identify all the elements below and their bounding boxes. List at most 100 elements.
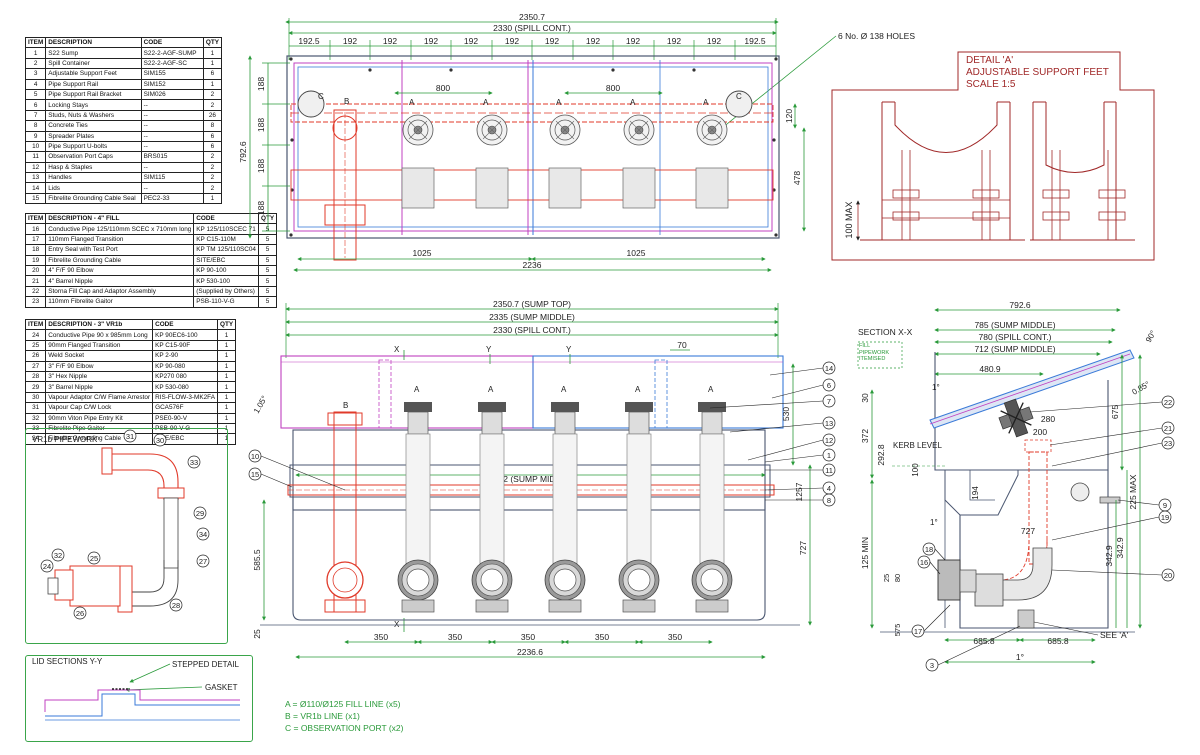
section-view: SECTION X-X FILL PIPEWORK ITEMISED 792.6… [857, 300, 1175, 672]
cell-item: 34 [24, 433, 47, 445]
sec-dim-530: 675 [1110, 405, 1120, 419]
sec-dim-292: 292.8 [876, 444, 886, 466]
callout-12: 12 [825, 436, 833, 445]
detail-a: DETAIL 'A' ADJUSTABLE SUPPORT FEET SCALE… [831, 51, 1155, 261]
sec-dim-480: 480.9 [979, 364, 1001, 374]
section-mark-x-top: X [394, 345, 400, 354]
plan-dim-seg-7: 192 [545, 36, 559, 46]
front-dim-350-1: 350 [374, 632, 388, 642]
vr-callout-33: 33 [190, 458, 198, 467]
sec-dim-685: 1° [1016, 652, 1024, 662]
front-dim-350-5: 350 [668, 632, 682, 642]
plan-view: 2350.7 2330 (SPILL CONT.) 192.5 192 192 … [238, 12, 915, 272]
plan-dim-188-4: 188 [256, 201, 266, 215]
front-dim-middle: 2335 (SUMP MIDDLE) [489, 312, 575, 322]
sec-angle-085: 0.85° [1131, 380, 1152, 397]
front-dim-727: 727 [798, 541, 808, 555]
plan-dim-188-3: 188 [256, 159, 266, 173]
plan-label-a-2: A [483, 98, 489, 107]
plan-label-a-4: A [630, 98, 636, 107]
vr-callout-26: 26 [76, 609, 84, 618]
plan-label-a-1: A [409, 98, 415, 107]
cell-qty: 1 [216, 433, 237, 445]
front-dim-top: 2350.7 (SUMP TOP) [493, 299, 571, 309]
plan-dim-seg-3: 192 [383, 36, 397, 46]
vr-callout-32: 32 [54, 551, 62, 560]
sec-dim-675: 125 MIN [860, 537, 870, 569]
sec-dim-575: 342.9 [1104, 545, 1114, 567]
sec-dim-overall: 792.6 [1009, 300, 1031, 310]
plan-label-a-3: A [556, 98, 562, 107]
callout-17: 17 [914, 627, 922, 636]
callout-16: 16 [920, 558, 928, 567]
detail-a-max: 100 MAX [844, 201, 854, 238]
cell-description: Fibrelite Grounding Cable [45, 433, 154, 445]
callout-9: 9 [1163, 501, 1167, 510]
sec-dim-780: 780 (SPILL CONT.) [979, 332, 1052, 342]
callout-11: 11 [825, 466, 833, 475]
plan-dim-800-right: 800 [606, 83, 620, 93]
sec-dim-1257: 225 MAX [1128, 474, 1138, 509]
callout-10: 10 [251, 452, 259, 461]
vr-callout-31: 31 [126, 432, 134, 441]
kerb-level: KERB LEVEL [893, 441, 942, 450]
plan-dim-seg-11: 192.5 [744, 36, 766, 46]
plan-dim-seg-9: 192 [626, 36, 640, 46]
front-dim-angle: 1.05° [252, 394, 269, 415]
front-callouts: 14 6 7 13 12 1 11 4 8 10 15 [248, 361, 836, 507]
front-label-a-5: A [708, 385, 714, 394]
plan-dim-120: 120 [784, 109, 794, 123]
see-detail-a: SEE 'A' [1100, 630, 1129, 640]
vr-title: VR1b PIPEWORK [32, 435, 98, 444]
front-dim-25: 25 [252, 629, 262, 639]
front-label-a-4: A [635, 385, 641, 394]
lid-stepped: STEPPED DETAIL [172, 660, 240, 669]
section-mark-x-bottom: X [394, 620, 400, 629]
detail-a-title-3: SCALE 1:5 [966, 79, 1016, 90]
front-label-a-2: A [488, 385, 494, 394]
legend-b: B = VR1b LINE (x1) [285, 711, 360, 721]
sec-dim-280: 280 [1041, 414, 1055, 424]
plan-label-c-right: C [736, 92, 742, 101]
callout-18: 18 [925, 545, 933, 554]
plan-dim-800-left: 800 [436, 83, 450, 93]
plan-dim-seg-8: 192 [586, 36, 600, 46]
cell-item: 23 [24, 296, 47, 308]
cell-description: Fibrelite Grounding Cable Seal [45, 192, 142, 205]
plan-dim-seg-4: 192 [424, 36, 438, 46]
vr-callout-27: 27 [199, 557, 207, 566]
section-title: SECTION X-X [858, 327, 913, 337]
sec-dim-342-left: 685.8 [973, 636, 995, 646]
callout-3: 3 [930, 661, 934, 670]
front-label-a-1: A [414, 385, 420, 394]
front-label-b: B [343, 401, 348, 410]
sec-dim-1deg-a: 1° [930, 518, 938, 527]
callout-23: 23 [1164, 439, 1172, 448]
sec-dim-727: 342.9 [1115, 537, 1125, 559]
detail-a-title-1: DETAIL 'A' [966, 55, 1013, 66]
callout-13: 13 [825, 419, 833, 428]
plan-label-b: B [344, 97, 349, 106]
plan-dim-seg-2: 192 [343, 36, 357, 46]
front-dim-overall: 2236.6 [517, 647, 543, 657]
sec-dim-80: 727 [1021, 526, 1035, 536]
front-label-a-3: A [561, 385, 567, 394]
front-dim-585: 585.5 [252, 549, 262, 571]
cell-item: 15 [24, 192, 47, 205]
callout-20: 20 [1164, 571, 1172, 580]
sec-dim-225max: 25 [882, 574, 891, 582]
front-sump-middle: 2262 (SUMP MIDDLE) [489, 474, 575, 484]
cell-description: 110mm Fibrelite Gaitor [45, 296, 195, 308]
callout-14: 14 [825, 364, 833, 373]
callout-1: 1 [827, 451, 831, 460]
plan-dim-seg-12: 192 [707, 36, 721, 46]
sec-dim-200: 200 [1033, 427, 1047, 437]
plan-dim-1025-right: 1025 [627, 248, 646, 258]
sec-dim-372: 372 [860, 429, 870, 443]
plan-dim-478: 478 [792, 171, 802, 185]
callout-15: 15 [251, 470, 259, 479]
